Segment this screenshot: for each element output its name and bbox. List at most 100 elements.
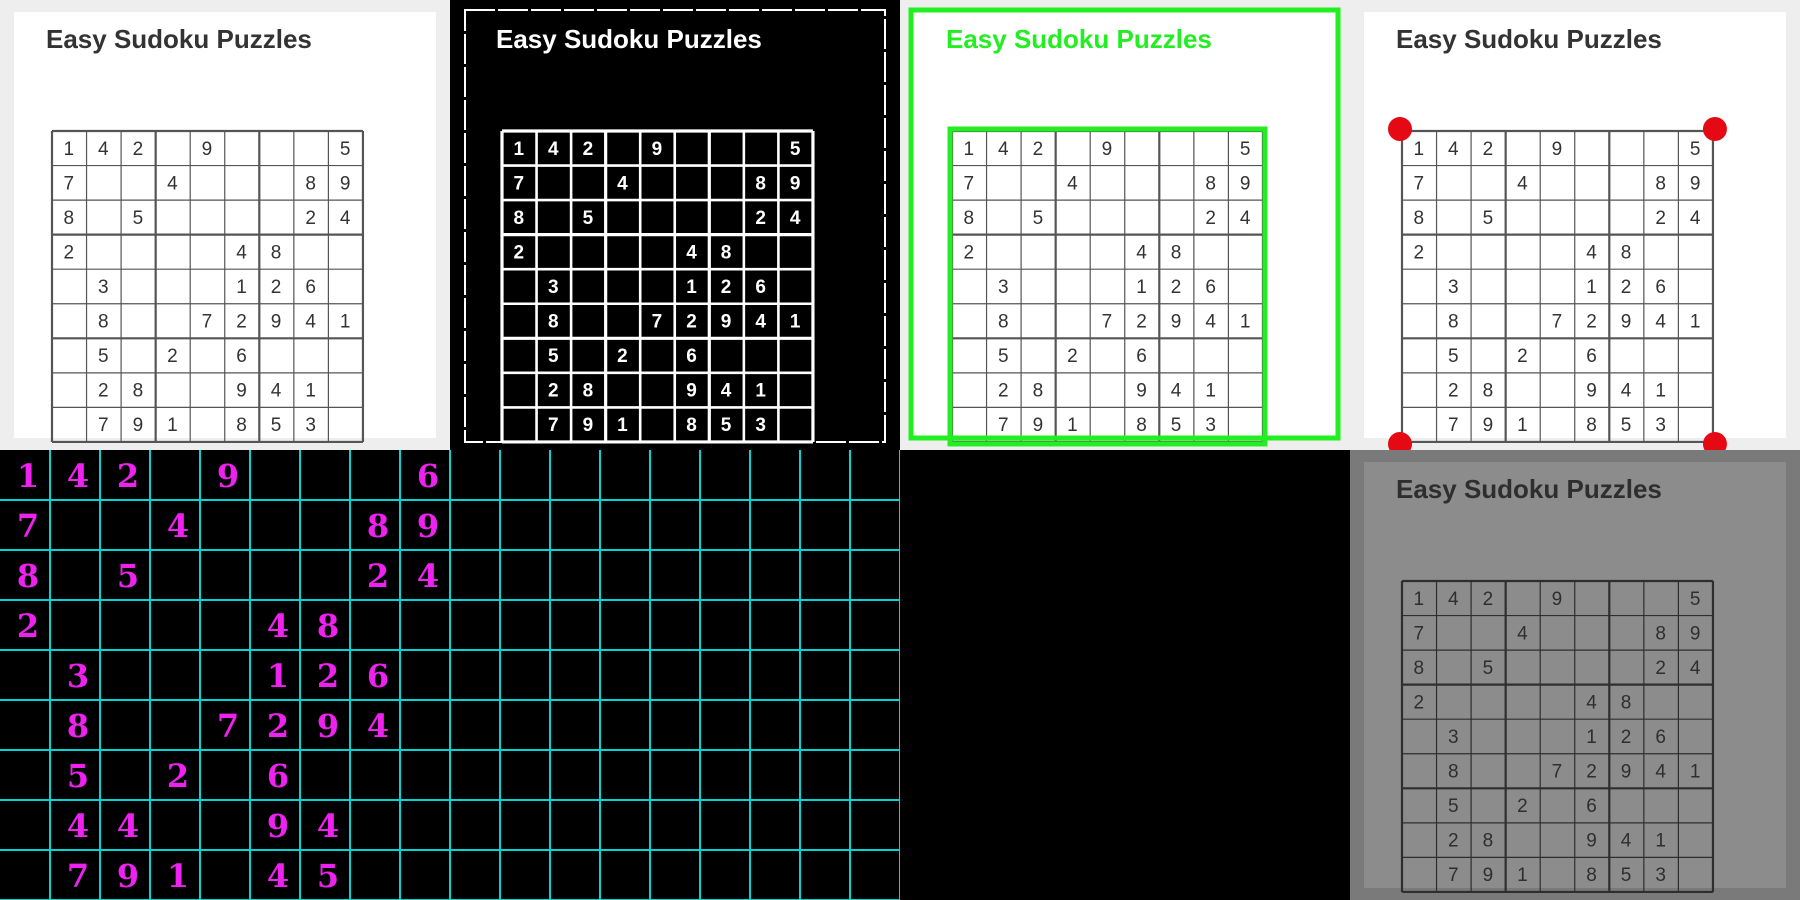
- recognized-digit: 2: [117, 457, 139, 495]
- sudoku-cell-digit: 4: [617, 173, 628, 194]
- page-title: Easy Sudoku Puzzles: [1396, 24, 1662, 54]
- sudoku-cell-digit: 9: [790, 173, 801, 194]
- sudoku-cell-digit: 2: [1621, 277, 1632, 298]
- sudoku-cell-digit: 3: [548, 277, 559, 298]
- recognized-digit: 4: [117, 807, 139, 845]
- sudoku-cell-digit: 1: [963, 139, 974, 160]
- recognized-digit: 9: [317, 707, 339, 745]
- sudoku-cell-digit: 1: [1586, 727, 1597, 748]
- sudoku-cell-digit: 8: [133, 381, 144, 402]
- sudoku-cell-digit: 6: [1655, 727, 1666, 748]
- sudoku-cell-digit: 7: [548, 415, 559, 436]
- sudoku-cell-digit: 7: [1448, 415, 1459, 436]
- sudoku-cell-digit: 5: [1448, 796, 1459, 817]
- sudoku-cell-digit: 2: [133, 139, 144, 160]
- sudoku-cell-digit: 1: [1136, 277, 1147, 298]
- sudoku-cell-digit: 9: [271, 312, 282, 333]
- sudoku-cell-digit: 8: [1483, 381, 1494, 402]
- sudoku-cell-digit: 8: [1586, 415, 1597, 436]
- recognized-digit: 9: [217, 457, 239, 495]
- sudoku-cell-digit: 4: [236, 242, 247, 263]
- sudoku-cell-digit: 4: [790, 208, 801, 229]
- recognized-digit: 1: [167, 857, 189, 895]
- sudoku-cell-digit: 9: [1552, 589, 1563, 610]
- recognized-digit: 5: [117, 557, 139, 595]
- sudoku-cell-digit: 5: [98, 346, 109, 367]
- sudoku-cell-digit: 2: [1517, 346, 1528, 367]
- sudoku-cell-digit: 7: [1413, 173, 1424, 194]
- sudoku-cell-digit: 8: [1621, 692, 1632, 713]
- recognized-digit: 4: [317, 807, 339, 845]
- sudoku-cell-digit: 4: [998, 139, 1009, 160]
- sudoku-cell-digit: 2: [1033, 139, 1044, 160]
- recognized-digit: 3: [67, 657, 89, 695]
- sudoku-cell-digit: 9: [686, 381, 697, 402]
- sudoku-cell-digit: 2: [755, 208, 766, 229]
- recognized-digit: 2: [17, 607, 39, 645]
- sudoku-cell-digit: 2: [583, 139, 594, 160]
- recognized-digit: 4: [367, 707, 389, 745]
- sudoku-cell-digit: 1: [1413, 589, 1424, 610]
- sudoku-cell-digit: 4: [548, 139, 559, 160]
- sudoku-cell-digit: 5: [340, 139, 351, 160]
- sudoku-cell-digit: 1: [1517, 865, 1528, 886]
- page-title: Easy Sudoku Puzzles: [1396, 474, 1662, 504]
- sudoku-cell-digit: 7: [1552, 762, 1563, 783]
- sudoku-cell-digit: 3: [755, 415, 766, 436]
- sudoku-cell-digit: 4: [1586, 242, 1597, 263]
- sudoku-cell-digit: 2: [686, 312, 697, 333]
- sudoku-cell-digit: 9: [1483, 865, 1494, 886]
- sudoku-cell-digit: 2: [1586, 762, 1597, 783]
- sudoku-cell-digit: 1: [63, 139, 74, 160]
- sudoku-cell-digit: 8: [513, 208, 524, 229]
- sudoku-cell-digit: 8: [1033, 381, 1044, 402]
- sudoku-cell-digit: 3: [998, 277, 1009, 298]
- sudoku-cell-digit: 4: [271, 381, 282, 402]
- sudoku-cell-digit: 9: [1240, 173, 1251, 194]
- sudoku-cell-digit: 2: [1413, 692, 1424, 713]
- sudoku-cell-digit: 9: [340, 173, 351, 194]
- sudoku-cell-digit: 4: [1586, 692, 1597, 713]
- recognized-digit: 6: [367, 657, 389, 695]
- sudoku-cell-digit: 9: [202, 139, 213, 160]
- recognized-digit: 8: [367, 507, 389, 545]
- sudoku-cell-digit: 8: [1586, 865, 1597, 886]
- sudoku-cell-digit: 6: [236, 346, 247, 367]
- sudoku-cell-digit: 2: [1483, 589, 1494, 610]
- sudoku-cell-digit: 9: [236, 381, 247, 402]
- sudoku-cell-digit: 5: [133, 208, 144, 229]
- sudoku-cell-digit: 5: [1621, 865, 1632, 886]
- recognized-digit: 4: [67, 807, 89, 845]
- sudoku-cell-digit: 2: [548, 381, 559, 402]
- sudoku-cell-digit: 4: [721, 381, 732, 402]
- sudoku-cell-digit: 8: [271, 242, 282, 263]
- recognized-digit: 4: [167, 507, 189, 545]
- sudoku-cell-digit: 3: [1448, 727, 1459, 748]
- corner-marker: [1388, 431, 1412, 450]
- sudoku-cell-digit: 6: [686, 346, 697, 367]
- sudoku-cell-digit: 5: [1448, 346, 1459, 367]
- sudoku-cell-digit: 6: [755, 277, 766, 298]
- recognized-digit: 9: [417, 507, 439, 545]
- sudoku-cell-digit: 5: [1483, 208, 1494, 229]
- sudoku-cell-digit: 1: [340, 312, 351, 333]
- sudoku-cell-digit: 5: [1690, 589, 1701, 610]
- sudoku-cell-digit: 4: [1136, 242, 1147, 263]
- sudoku-cell-digit: 1: [686, 277, 697, 298]
- sudoku-cell-digit: 2: [1136, 312, 1147, 333]
- recognized-digit: 9: [267, 807, 289, 845]
- sudoku-cell-digit: 1: [1067, 415, 1078, 436]
- sudoku-cell-digit: 4: [1517, 173, 1528, 194]
- recognized-digit: 1: [17, 457, 39, 495]
- sudoku-grid: [1400, 129, 1715, 444]
- sudoku-cell-digit: 9: [133, 415, 144, 436]
- sudoku-cell-digit: 2: [1586, 312, 1597, 333]
- page-title: Easy Sudoku Puzzles: [496, 24, 762, 54]
- recognized-digit: 7: [217, 707, 239, 745]
- sudoku-cell-digit: 3: [1655, 865, 1666, 886]
- sudoku-cell-digit: 9: [1586, 831, 1597, 852]
